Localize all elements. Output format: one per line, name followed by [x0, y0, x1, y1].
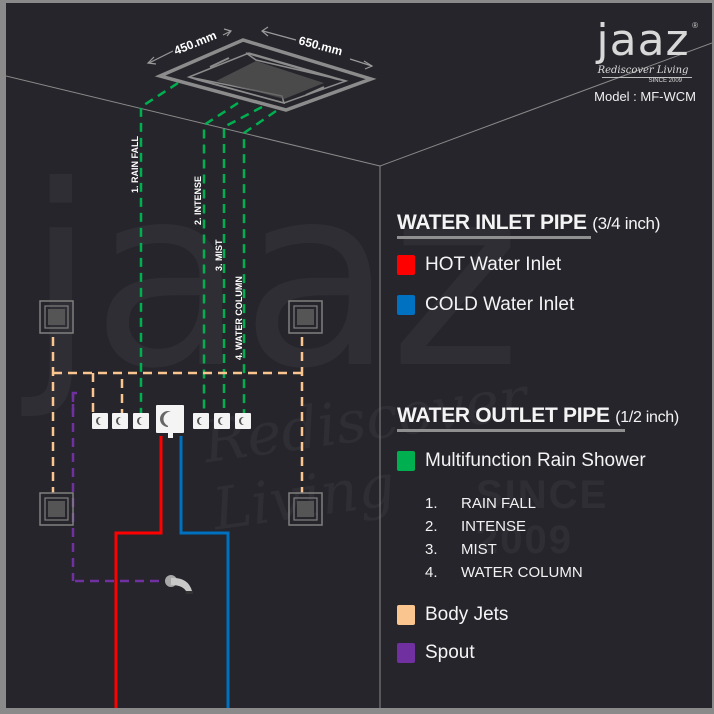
legend-item-rain-shower: Multifunction Rain Shower — [397, 448, 679, 474]
cold-swatch-icon — [397, 295, 415, 315]
valve-4 — [193, 413, 209, 429]
legend-item-body-jets: Body Jets — [397, 602, 679, 628]
hot-swatch-icon — [397, 255, 415, 275]
valve-2 — [112, 413, 128, 429]
outlet-section-title: WATER OUTLET PIPE (1/2 inch) — [397, 404, 679, 428]
body-jet-bottom-right — [288, 492, 323, 526]
function-label: INTENSE — [461, 518, 527, 535]
valve-3 — [133, 413, 149, 429]
outlet-label-rain-fall: 1. RAIN FALL — [130, 135, 140, 193]
spout-label: Spout — [425, 642, 475, 663]
brand-since: SINCE 2009 — [602, 77, 692, 84]
cold-label: COLD Water Inlet — [425, 294, 575, 315]
function-item: 2. INTENSE — [425, 515, 679, 538]
registered-mark: ® — [692, 21, 698, 30]
function-number: 4. — [425, 564, 438, 581]
thermostatic-mixer — [156, 405, 184, 438]
brand-block: jaaz ® Rediscover Living SINCE 2009 — [588, 15, 698, 85]
valve-1 — [92, 413, 108, 429]
outlet-label-intense: 2. INTENSE — [193, 176, 203, 225]
function-number: 3. — [425, 541, 438, 558]
model-number: Model : MF-WCM — [594, 89, 696, 104]
valve-6 — [235, 413, 251, 429]
rain-shower-label: Multifunction Rain Shower — [425, 450, 646, 471]
outlet-underline — [397, 429, 625, 432]
outlet-label-mist: 3. MIST — [214, 239, 224, 271]
inlet-legend: WATER INLET PIPE (3/4 inch) HOT Water In… — [397, 211, 660, 318]
body-jet-heads — [39, 300, 323, 526]
shower-function-list: 1. RAIN FALL 2. INTENSE 3. MIST 4. WATER COL… — [397, 492, 679, 584]
body-jet-top-right — [288, 300, 323, 334]
function-item: 1. RAIN FALL — [425, 492, 679, 515]
function-number: 2. — [425, 518, 438, 535]
legend-item-cold: COLD Water Inlet — [397, 292, 660, 318]
function-item: 3. MIST — [425, 538, 679, 561]
body-jets-label: Body Jets — [425, 604, 509, 625]
function-label: MIST — [461, 541, 497, 558]
function-label: RAIN FALL — [461, 495, 537, 512]
wall-lines — [6, 42, 712, 708]
hot-label: HOT Water Inlet — [425, 254, 562, 275]
rain-shower-outlet-lines — [139, 81, 277, 413]
dimension-arrows — [146, 26, 374, 70]
diverter-valves — [92, 413, 251, 429]
rain-shower-swatch-icon — [397, 451, 415, 471]
outlet-legend: WATER OUTLET PIPE (1/2 inch) Multifuncti… — [397, 404, 679, 666]
inlet-size: (3/4 inch) — [592, 214, 661, 233]
inlet-underline — [397, 236, 591, 239]
rain-shower-head — [154, 38, 377, 112]
spout-fixture — [165, 575, 193, 594]
inlet-title: WATER INLET PIPE — [397, 211, 587, 234]
spout-swatch-icon — [397, 643, 415, 663]
body-jets-swatch-icon — [397, 605, 415, 625]
body-jet-top-left — [39, 300, 74, 334]
spout-line — [71, 391, 168, 583]
outlet-size: (1/2 inch) — [615, 409, 679, 426]
valve-5 — [214, 413, 230, 429]
brand-logo: jaaz — [596, 15, 690, 66]
body-jets-lines — [51, 337, 306, 493]
legend-item-spout: Spout — [397, 640, 679, 666]
function-label: WATER COLUMN — [461, 564, 583, 581]
length-dimension-label: 650.mm — [297, 33, 344, 58]
cold-water-pipe — [179, 436, 230, 708]
function-number: 1. — [425, 495, 438, 512]
outlet-title: WATER OUTLET PIPE — [397, 404, 610, 427]
legend-item-hot: HOT Water Inlet — [397, 252, 660, 278]
plumbing-diagram: 450.mm 650.mm 1. RAIN FALL 2. INTENSE 3.… — [6, 26, 712, 708]
diagram-canvas: jaaz Rediscover Living SINCE 2009 — [6, 3, 712, 708]
hot-water-pipe — [114, 436, 163, 708]
outlet-label-water-column: 4. WATER COLUMN — [234, 276, 244, 360]
body-jet-bottom-left — [39, 492, 74, 526]
inlet-section-title: WATER INLET PIPE (3/4 inch) — [397, 211, 660, 235]
function-item: 4. WATER COLUMN — [425, 561, 679, 584]
brand-tagline: Rediscover Living — [597, 65, 689, 76]
